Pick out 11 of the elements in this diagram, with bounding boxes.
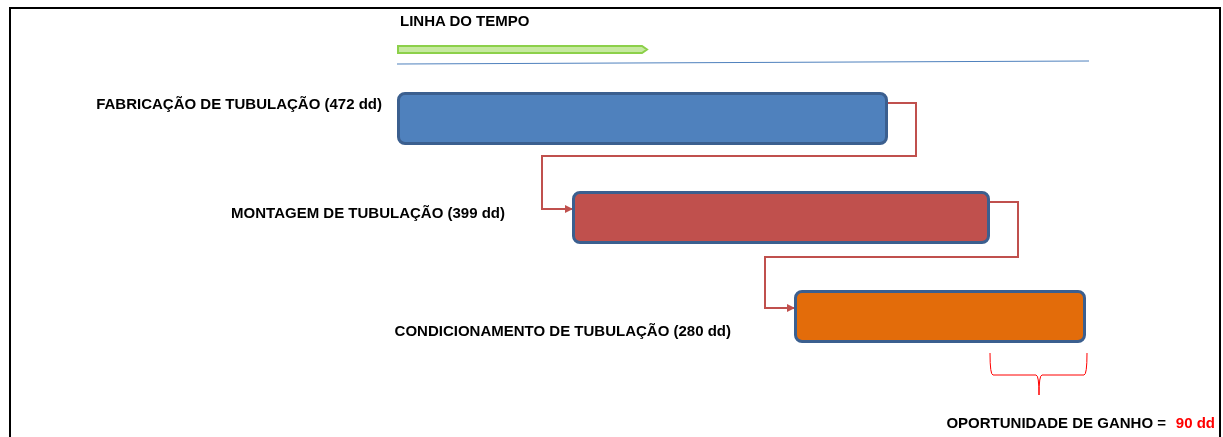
timeline-bar	[794, 290, 1086, 343]
task-label: MONTAGEM DE TUBULAÇÃO (399 dd)	[231, 204, 505, 222]
task-label: CONDICIONAMENTO DE TUBULAÇÃO (280 dd)	[394, 322, 731, 340]
timeline-bar	[397, 92, 888, 145]
connector-arrow	[764, 201, 1019, 312]
gain-label: OPORTUNIDADE DE GANHO =	[946, 414, 1166, 432]
timeline-title: LINHA DO TEMPO	[400, 12, 530, 30]
task-label: FABRICAÇÃO DE TUBULAÇÃO (472 dd)	[96, 95, 382, 113]
connector-arrow	[541, 102, 917, 213]
timeline-bar	[572, 191, 990, 244]
gain-value: 90 dd	[1175, 414, 1215, 432]
